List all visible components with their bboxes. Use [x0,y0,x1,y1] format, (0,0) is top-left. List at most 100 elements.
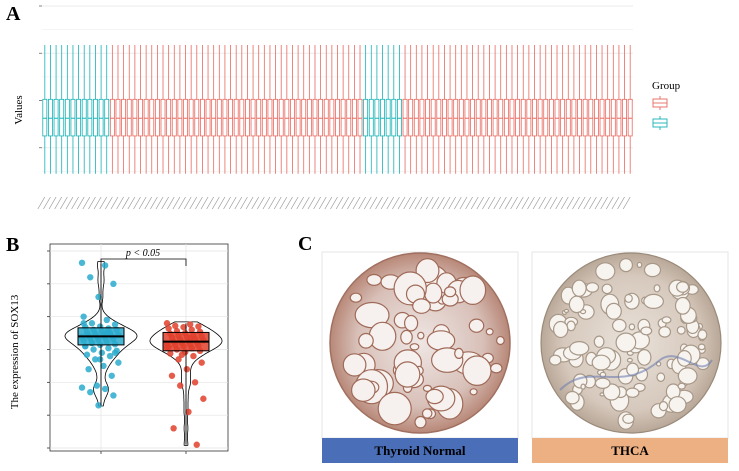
box-body [498,98,504,137]
data-point [190,352,197,360]
x-tick-label-mark [549,196,558,210]
sample-box [605,44,611,174]
significance-bracket: p < 0.05 [100,248,187,266]
sample-box [256,44,262,174]
box-body [357,98,363,137]
follicle [640,326,653,336]
box-body [76,98,82,137]
box-body [548,98,554,137]
label-thca: THCA [611,443,649,458]
follicle [658,401,669,412]
follicle [677,367,698,385]
follicle [661,316,672,324]
x-tick-label-mark [285,196,293,210]
box-body [419,98,425,137]
box-body [351,98,357,137]
sample-box [335,44,340,174]
sample-box [59,44,65,174]
sample-box [577,44,582,174]
sample-box [351,44,357,174]
box-body [554,98,560,137]
sample-box [374,44,380,174]
x-tick-label-mark [240,196,248,210]
sample-box [121,44,127,174]
x-tick-label-mark [257,196,265,210]
follicle [366,273,382,286]
data-point [103,316,110,324]
x-tick-label-mark [121,196,130,210]
follicle [489,362,503,374]
x-tick-label-mark [138,196,147,210]
sample-box [64,44,70,174]
box-body [391,98,397,137]
x-tick-label-mark [442,196,451,210]
box-body [245,98,250,137]
box-body [492,98,498,137]
data-point [92,356,99,363]
follicle [468,318,485,333]
box-body [323,98,329,137]
sample-box [503,44,509,174]
data-point [83,351,91,358]
x-tick-label-mark [538,196,547,210]
sample-box [166,44,172,174]
box-body [87,98,93,137]
box-body [374,98,380,137]
x-tick-label-mark [302,196,310,210]
panel-letter-c: C [298,233,312,255]
box-body [627,98,633,137]
data-point [96,356,104,363]
significance-bracket-line [100,258,187,266]
box-body [295,98,301,137]
box-body [171,98,177,137]
follicle [421,408,433,419]
sample-box [475,44,481,174]
x-tick-label-mark [499,196,507,210]
follicle [409,343,420,351]
box-body [93,98,98,137]
x-tick-label-mark [555,196,563,210]
x-tick-label-mark [352,196,361,210]
box-body [402,98,408,137]
box-body [233,98,239,137]
x-tick-label-mark [60,196,68,210]
follicle [601,283,613,295]
x-tick-label-mark [76,196,85,210]
sample-box [245,44,250,174]
sample-box [273,44,279,174]
sample-box [487,44,492,174]
box-body [509,98,515,137]
sample-box [171,44,177,174]
data-point [185,408,192,416]
x-tick-label-mark [425,196,434,210]
data-point [180,323,187,331]
follicle [615,332,637,353]
sample-box [48,44,53,174]
sample-box [470,44,476,174]
sample-box [53,44,59,174]
violin-boxes [77,264,210,445]
box-body [70,98,76,137]
sample-box [560,44,566,174]
sample-box [413,44,419,174]
x-tick-label-mark [341,196,350,210]
sample-box [610,44,616,174]
x-tick-label-mark [600,196,608,210]
box-body [138,98,143,137]
data-point [115,359,122,366]
follicle [697,343,706,351]
violin-y-axis [47,250,50,449]
follicle [580,383,586,390]
data-point [183,366,191,373]
x-tick-label-mark [363,196,372,210]
box-body [222,98,228,137]
box-body [503,98,509,137]
data-point [200,395,207,402]
box-body [250,98,256,137]
box-body [132,98,138,137]
violin-y-axis-title: The expression of SOX13 [9,294,21,409]
box-body [582,98,588,137]
box-body [143,98,149,137]
follicle [469,388,478,396]
box-body [363,98,369,137]
